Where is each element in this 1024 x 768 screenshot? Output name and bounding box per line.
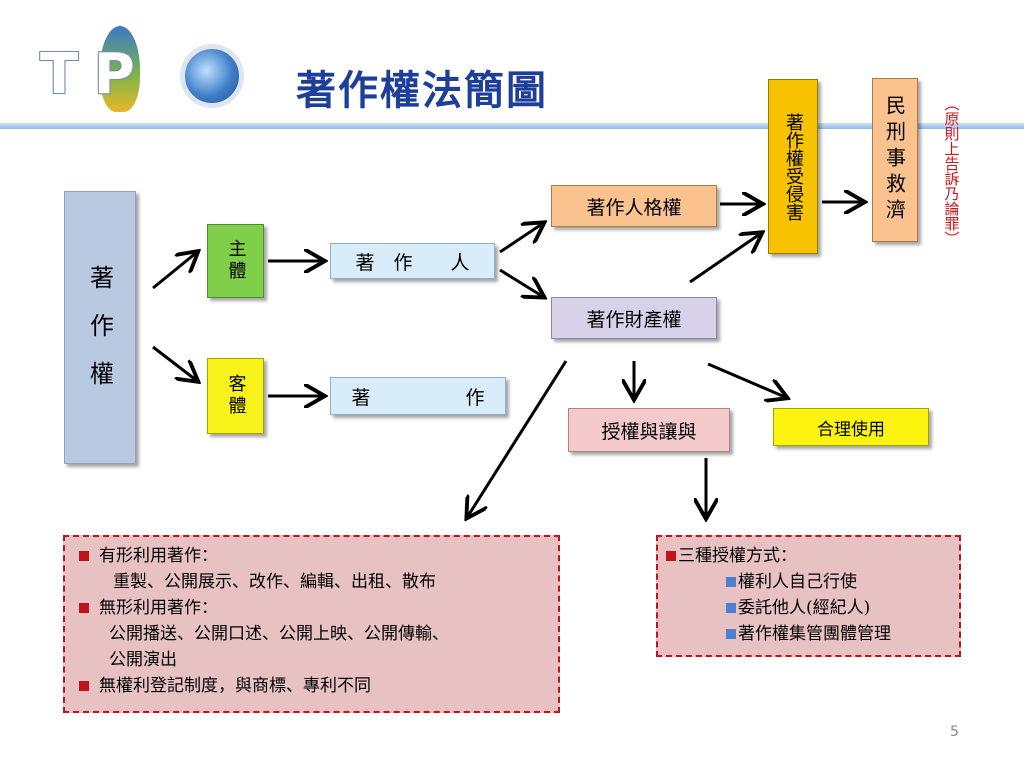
economic-rights-box: 著作財產權 [551,297,717,339]
license-option-2: 委託他人(經紀人) [738,598,871,618]
author-box: 著 作 人 [330,243,495,279]
arrow-economic-to-usage [468,360,568,516]
remedy-box: 民刑事救濟 [872,78,918,242]
license-panel: 三種授權方式： 權利人自己行使 委託他人(經紀人) 著作權集管團體管理 [656,535,961,657]
header-divider [0,123,1024,129]
usage-item-3: 無權利登記制度，與商標、專利不同 [99,676,371,696]
moral-rights-box: 著作人格權 [551,185,717,227]
copyright-box: 著作權 [64,191,136,464]
bullet-icon [79,551,89,561]
subject-box: 主體 [207,224,264,298]
usage-item-1: 有形利用著作： [99,546,218,566]
arrow-economic-to-infringement [689,234,760,284]
license-option-1: 權利人自己行使 [738,572,857,592]
license-transfer-box: 授權與讓與 [568,408,730,452]
bullet-icon [726,577,736,587]
object-box: 客體 [207,358,264,434]
bullet-icon [666,551,676,561]
usage-item-2: 無形利用著作： [99,598,218,618]
arrow-author-to-economic [499,268,542,296]
usage-item-2-detail-cont: 公開演出 [109,650,177,670]
tipo-logo: T P [40,26,244,112]
arrow-author-to-moral [499,224,542,254]
license-option-3: 著作權集管團體管理 [738,624,891,644]
usage-item-2-detail: 公開播送、公開口述、公開上映、公開傳輸、 [109,624,449,644]
logo-text: T P [40,42,135,107]
fair-use-box: 合理使用 [773,408,929,446]
globe-icon [180,44,244,108]
list-item: 著作權集管團體管理 [666,621,951,647]
page-title: 著作權法簡圖 [296,67,548,114]
arrow-economic-to-fairuse [707,362,785,397]
bullet-icon [79,603,89,613]
arrow-copyright-to-subject [152,253,196,290]
license-heading: 三種授權方式： [678,546,797,566]
taiwan-leaf-icon [100,26,140,112]
bullet-icon [79,681,89,691]
page-number: 5 [950,724,959,740]
list-item: 有形利用著作： [79,543,550,569]
list-item: 權利人自己行使 [666,569,951,595]
usage-item-1-detail: 重製、公開展示、改作、編輯、出租、散布 [113,572,436,592]
list-item: 無形利用著作： [79,595,550,621]
list-item: 三種授權方式： [666,543,951,569]
bullet-icon [726,603,736,613]
bullet-icon [726,629,736,639]
arrow-copyright-to-object [152,345,196,380]
usage-panel: 有形利用著作： 重製、公開展示、改作、編輯、出租、散布 無形利用著作： 公開播送… [63,535,560,713]
work-box: 著 作 [330,377,506,415]
list-item: 委託他人(經紀人) [666,595,951,621]
infringement-box: 著作權受侵害 [768,79,818,254]
list-item: 無權利登記制度，與商標、專利不同 [79,673,550,699]
remedy-note: （原則上告訴乃論罪） [942,96,961,246]
